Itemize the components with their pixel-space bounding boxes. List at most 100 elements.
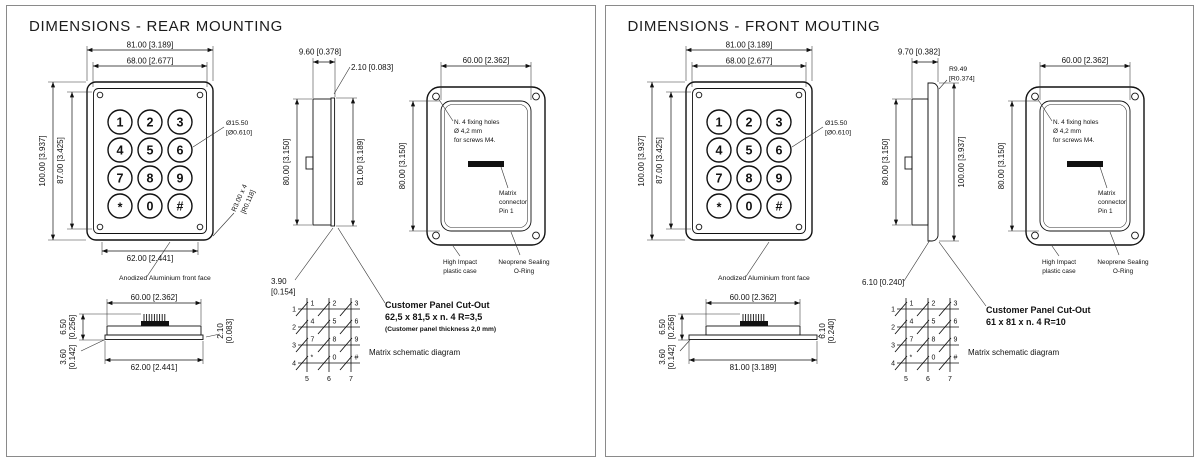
matrix-row-pin-4: 4	[292, 361, 296, 368]
dim-depth-label: 9.70 [0.382]	[897, 48, 939, 57]
fixing-holes	[432, 92, 540, 240]
key-star: *	[716, 201, 721, 215]
dim-face-height-label: 81.00 [3.189]	[356, 139, 365, 186]
matrix-cell: 3	[355, 301, 359, 308]
cutout-leader	[938, 241, 986, 307]
dim-flange-width-label: 81.00 [3.189]	[729, 363, 776, 372]
key-diameter-note: Ø15.50 [Ø0.610]	[791, 120, 851, 148]
cutout-note: Customer Panel Cut-Out 61 x 81 x n. 4 R=…	[986, 305, 1091, 327]
dim-face-thickness: 2.10 [0.083]	[205, 319, 234, 343]
dim-face-height: 100.00 [3.937]	[938, 82, 966, 242]
front-face-label: Anodized Aluminium front face	[718, 275, 810, 282]
matrix-connector-slot	[468, 161, 504, 167]
side-view: 9.70 [0.382] R9.49 [R0.374] 80.00 [3.150…	[862, 48, 986, 307]
panel-title-front: DIMENSIONS - FRONT MOUTING	[627, 18, 881, 35]
cutout-note: Customer Panel Cut-Out 62,5 x 81,5 x n. …	[385, 300, 496, 333]
front-face-note: Anodized Aluminium front face	[718, 241, 810, 282]
dim-case-height: 80.00 [3.150]	[881, 98, 911, 226]
key-5: 5	[147, 143, 154, 157]
matrix-row-pin-1: 1	[292, 307, 296, 314]
dim-flange-height-label: 80.00 [3.150]	[997, 143, 1006, 190]
keypad-keys: 1 2 3 4 5 6 7 8 9 * 0 #	[107, 109, 193, 219]
matrix-row-pin-1: 1	[891, 307, 895, 314]
case-line1: High Impact	[443, 259, 477, 266]
matrix-cell: #	[953, 355, 957, 362]
dim-face-thickness-mm: 2.10	[216, 323, 225, 339]
matrix-cell: 8	[931, 337, 935, 344]
matrix-schematic: 1 2 3 4 5 6 7 1 2 3 4 5 6 7 8 9 * 0 # Ma…	[891, 298, 1059, 383]
fixing-holes-line2: Ø 4,2 mm	[1053, 128, 1081, 135]
oring-note: Neoprene Sealing O-Ring	[498, 231, 550, 275]
dim-cutout-width: 60.00 [2.362]	[1039, 56, 1130, 100]
dim-overall-height: 100.00 [3.937]	[38, 81, 86, 241]
matrix-row-pin-3: 3	[292, 343, 296, 350]
cutout-line1: Customer Panel Cut-Out	[986, 305, 1091, 315]
key-2: 2	[147, 115, 154, 129]
matrix-col-pin-7: 7	[948, 376, 952, 383]
matrix-cell: 5	[333, 319, 337, 326]
matrix-col-pin-5: 5	[305, 376, 309, 383]
dim-total-height: 6.50 [0.256]	[658, 313, 740, 341]
step-mm: 3.90	[271, 277, 287, 286]
matrix-cell: 6	[953, 319, 957, 326]
oring-line1: Neoprene Sealing	[1097, 259, 1149, 266]
cutout-line3: (Customer panel thickness 2,0 mm)	[385, 326, 496, 333]
keypad-keys: 1 2 3 4 5 6 7 8 9 * 0 #	[705, 109, 792, 219]
case-material-note: High Impact plastic case	[1041, 245, 1076, 275]
dim-face-thickness-in: [0.240]	[827, 319, 836, 343]
key-4: 4	[715, 143, 722, 157]
fixing-holes-line1: N. 4 fixing holes	[1053, 119, 1098, 126]
dim-face-height: 81.00 [3.189]	[336, 97, 365, 227]
dim-overall-height-label: 100.00 [3.937]	[637, 135, 646, 186]
matrix-row-pin-2: 2	[292, 325, 296, 332]
matrix-cell: 0	[333, 355, 337, 362]
fixing-holes-line3: for screws M4.	[1053, 137, 1095, 144]
dim-body-width: 62.00 [2.441]	[101, 242, 199, 263]
dim-bottom-top-width-label: 60.00 [2.362]	[131, 293, 178, 302]
dim-depth: 9.70 [0.382]	[897, 48, 940, 98]
matrix-caption: Matrix schematic diagram	[369, 348, 460, 357]
key-7: 7	[715, 171, 722, 185]
dim-face-thickness-in: [0.083]	[225, 319, 234, 343]
dim-total-height-in: [0.256]	[667, 315, 676, 339]
front-mounting-drawing: 1 2 3 4 5 6 7 8 9 * 0 # 81.00 [3.189]	[637, 41, 1149, 384]
dim-cutout-width-label: 60.00 [2.362]	[463, 56, 510, 65]
matrix-row-pin-2: 2	[891, 325, 895, 332]
matrix-connector-note: Matrix connector Pin 1	[499, 166, 528, 215]
dim-total-height: 6.50 [0.256]	[59, 313, 141, 341]
front-face-note: Anodized Aluminium front face	[119, 241, 211, 282]
step-in: [0.154]	[271, 288, 295, 297]
key-2: 2	[745, 115, 752, 129]
dim-flange-width: 62.00 [2.441]	[104, 341, 204, 372]
rear-view: 60.00 [2.362] 80.00 [3.150] N. 4 fixing …	[398, 56, 550, 275]
dim-bezel-height-label: 87.00 [3.425]	[655, 137, 664, 184]
key-diameter-note: Ø15.50 [Ø0.610]	[192, 120, 252, 148]
face-thickness-label: 2.10 [0.083]	[351, 63, 393, 72]
bottom-view: 60.00 [2.362] 6.50 [0.256] 2.10 [0.083] …	[59, 293, 234, 372]
matrix-cell: *	[909, 355, 912, 362]
dim-flange-height: 80.00 [3.150]	[398, 100, 440, 232]
fixing-holes-line2: Ø 4,2 mm	[454, 128, 482, 135]
dim-case-height-label: 80.00 [3.150]	[282, 139, 291, 186]
dim-step-height: 3.60 [0.142]	[59, 339, 105, 369]
key-3: 3	[177, 115, 184, 129]
dim-total-height-mm: 6.50	[59, 319, 68, 335]
matrix-cell: 7	[909, 337, 913, 344]
corner-radius-note: R3.00 x 4 [R0.118]	[212, 183, 257, 237]
panel-title-rear: DIMENSIONS - REAR MOUNTING	[29, 18, 284, 35]
oring-note: Neoprene Sealing O-Ring	[1097, 231, 1149, 275]
cutout-leader	[337, 227, 386, 304]
case-line2: plastic case	[1042, 268, 1076, 275]
key-diameter-mm: Ø15.50	[226, 120, 249, 127]
bezel-radius-note: R9.49 [R0.374]	[938, 66, 974, 90]
fixing-holes-line3: for screws M4.	[454, 137, 496, 144]
key-diameter-in: [Ø0.610]	[226, 130, 252, 137]
key-diameter-in: [Ø0.610]	[825, 130, 851, 137]
key-7: 7	[117, 171, 124, 185]
key-8: 8	[745, 171, 752, 185]
connector-line2: connector	[1098, 199, 1127, 206]
matrix-cell: 3	[953, 301, 957, 308]
matrix-switch-diagonals	[894, 301, 951, 371]
matrix-col-pin-5: 5	[904, 376, 908, 383]
